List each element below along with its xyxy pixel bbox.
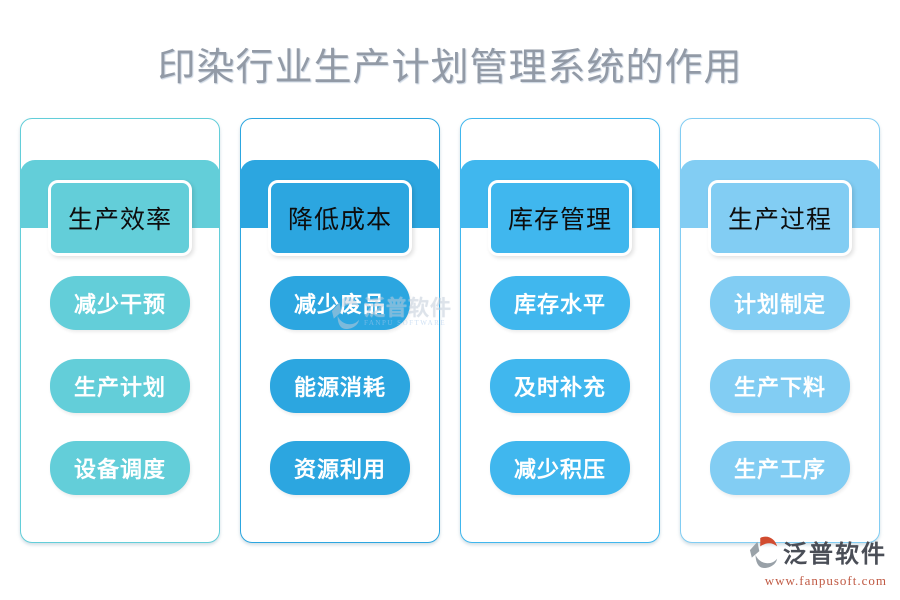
- footer-url-text: www.fanpusoft.com: [764, 573, 887, 588]
- item-pill: 生产下料: [710, 359, 850, 413]
- item-pill: 库存水平: [490, 276, 630, 330]
- footer-brand-text: 泛普软件: [783, 541, 887, 568]
- item-pill: 减少废品: [270, 276, 410, 330]
- column-production-efficiency: 生产效率 减少干预 生产计划 设备调度: [20, 118, 220, 543]
- fanpu-logo-icon: [749, 536, 779, 573]
- column-header-label: 降低成本: [268, 180, 412, 256]
- page-title: 印染行业生产计划管理系统的作用: [157, 47, 743, 89]
- column-inventory-management: 库存管理 库存水平 及时补充 减少积压: [460, 118, 660, 543]
- item-pill: 能源消耗: [270, 359, 410, 413]
- item-pill: 减少干预: [50, 276, 190, 330]
- footer-brand: 泛普软件 www.fanpusoft.com: [749, 536, 887, 588]
- column-header-label: 生产过程: [708, 180, 852, 256]
- item-pill: 生产工序: [710, 441, 850, 495]
- item-pill: 减少积压: [490, 441, 630, 495]
- column-header-label: 生产效率: [48, 180, 192, 256]
- column-production-process: 生产过程 计划制定 生产下料 生产工序: [680, 118, 880, 543]
- item-pill: 计划制定: [710, 276, 850, 330]
- column-cost-reduction: 降低成本 减少废品 能源消耗 资源利用: [240, 118, 440, 543]
- item-pill: 及时补充: [490, 359, 630, 413]
- item-pill: 设备调度: [50, 441, 190, 495]
- column-header-label: 库存管理: [488, 180, 632, 256]
- item-pill: 资源利用: [270, 441, 410, 495]
- item-pill: 生产计划: [50, 359, 190, 413]
